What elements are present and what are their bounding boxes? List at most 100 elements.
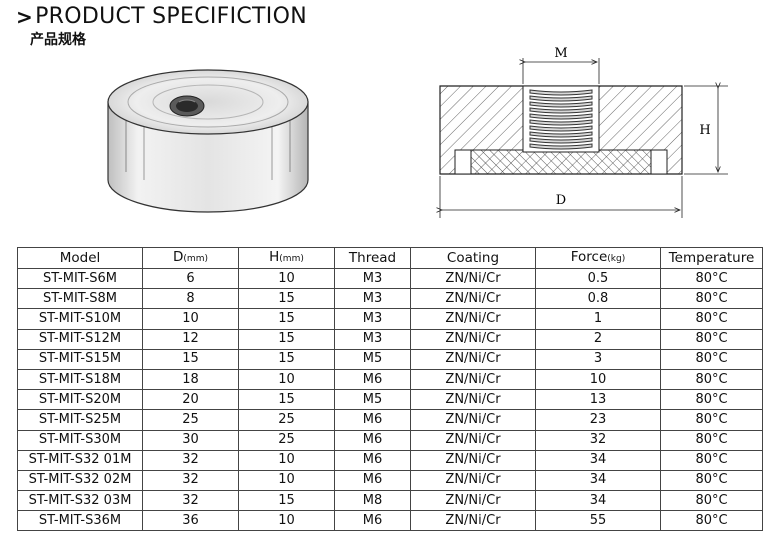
thread-line (529, 107, 593, 114)
table-cell: 0.5 (535, 267, 661, 290)
table-cell: 25 (142, 409, 239, 431)
page-title: > PRODUCT SPECIFICTION (16, 4, 307, 30)
table-cell: 32 (535, 429, 661, 451)
table-cell: ST-MIT-S32 01M (17, 449, 143, 471)
table-cell: 80°C (660, 449, 763, 471)
table-cell: 80°C (660, 288, 763, 310)
table-cell: 10 (238, 449, 335, 471)
column-header-label: Temperature (668, 250, 755, 266)
thread-line (529, 101, 593, 108)
table-cell: 80°C (660, 490, 763, 512)
table-cell: 80°C (660, 389, 763, 411)
table-cell: 80°C (660, 267, 763, 290)
table-cell: 32 (142, 490, 239, 512)
table-cell: 2 (535, 328, 661, 350)
column-header-label: Model (59, 250, 101, 266)
table-cell: ST-MIT-S6M (17, 267, 143, 290)
table-cell: ST-MIT-S8M (17, 288, 143, 310)
column-header-label: Thread (348, 250, 397, 266)
column-header: Thread (334, 247, 411, 269)
table-cell: ZN/Ni/Cr (410, 389, 536, 411)
table-cell: 13 (535, 389, 661, 411)
column-header-label: D (173, 249, 184, 265)
table-cell: ZN/Ni/Cr (410, 328, 536, 350)
table-cell: 10 (238, 510, 335, 532)
page-title-text: PRODUCT SPECIFICTION (35, 4, 307, 29)
column-header-label: H (269, 249, 280, 265)
table-cell: 0.8 (535, 288, 661, 310)
table-cell: M5 (334, 389, 411, 411)
table-cell: 80°C (660, 469, 763, 492)
column-header-label: Force (570, 249, 608, 265)
column-header-label: Coating (446, 250, 500, 266)
thread-line (529, 89, 593, 96)
thread-line (529, 137, 593, 144)
table-cell: 15 (238, 308, 335, 330)
table-cell: ZN/Ni/Cr (410, 469, 536, 492)
table-cell: M6 (334, 409, 411, 431)
table-cell: ST-MIT-S25M (17, 409, 143, 431)
table-cell: 18 (142, 368, 239, 391)
thread-line (529, 113, 593, 120)
table-cell: M6 (334, 368, 411, 391)
table-cell: 32 (142, 449, 239, 471)
table-cell: 80°C (660, 409, 763, 431)
column-header: Model (17, 247, 143, 269)
table-cell: 34 (535, 490, 661, 512)
table-cell: M3 (334, 308, 411, 330)
table-cell: ZN/Ni/Cr (410, 449, 536, 471)
table-cell: ST-MIT-S12M (17, 328, 143, 350)
table-cell: M6 (334, 510, 411, 532)
table-cell: 36 (142, 510, 239, 532)
table-cell: 80°C (660, 510, 763, 532)
table-cell: ZN/Ni/Cr (410, 368, 536, 391)
table-cell: 6 (142, 267, 239, 290)
table-cell: M5 (334, 348, 411, 370)
table-cell: 80°C (660, 308, 763, 330)
table-cell: 80°C (660, 368, 763, 391)
table-cell: 1 (535, 308, 661, 330)
table-cell: M6 (334, 449, 411, 471)
table-cell: ST-MIT-S36M (17, 510, 143, 532)
table-cell: M8 (334, 490, 411, 512)
table-cell: 30 (142, 429, 239, 451)
thread-line (529, 125, 593, 132)
table-cell: 10 (142, 308, 239, 330)
table-cell: 10 (535, 368, 661, 391)
table-cell: 80°C (660, 429, 763, 451)
chevron-right-icon: > (16, 5, 34, 29)
table-cell: 3 (535, 348, 661, 370)
table-cell: 34 (535, 469, 661, 492)
table-cell: ZN/Ni/Cr (410, 429, 536, 451)
column-header-unit: (mm) (279, 254, 304, 264)
table-cell: 20 (142, 389, 239, 411)
table-cell: 10 (238, 267, 335, 290)
table-cell: 10 (238, 469, 335, 492)
table-cell: 12 (142, 328, 239, 350)
table-cell: 25 (238, 409, 335, 431)
page-subtitle: 产品规格 (30, 32, 86, 48)
table-cell: 25 (238, 429, 335, 451)
table-cell: 15 (238, 328, 335, 350)
column-header: Coating (410, 247, 536, 269)
table-cell: 15 (238, 348, 335, 370)
table-cell: ST-MIT-S18M (17, 368, 143, 391)
table-cell: 80°C (660, 348, 763, 370)
table-cell: 15 (238, 389, 335, 411)
table-cell: 15 (142, 348, 239, 370)
table-cell: 10 (238, 368, 335, 391)
column-header-unit: (mm) (183, 254, 208, 264)
thread-line (529, 131, 593, 138)
thread-line (529, 119, 593, 126)
